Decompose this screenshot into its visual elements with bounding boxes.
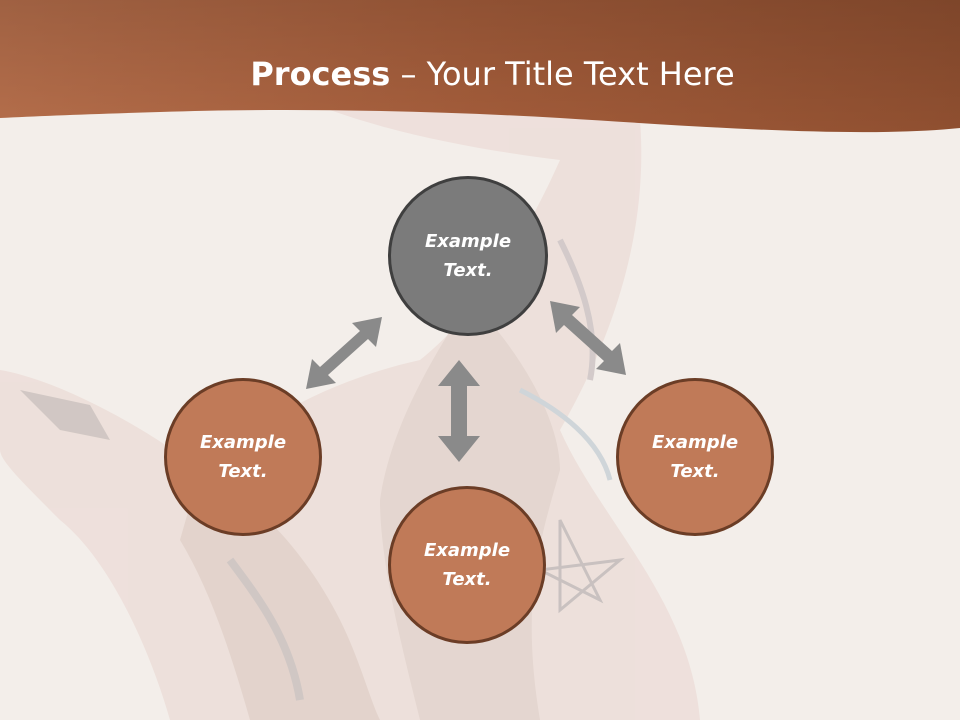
title-rest: – Your Title Text Here bbox=[390, 55, 735, 93]
process-node-bottom: Example Text. bbox=[388, 486, 546, 644]
arrow-right-diagonal bbox=[550, 301, 626, 375]
slide-title: Process – Your Title Text Here bbox=[0, 52, 960, 96]
process-node-left: Example Text. bbox=[164, 378, 322, 536]
node-label: Example Text. bbox=[199, 432, 287, 482]
node-label: Example Text. bbox=[423, 540, 511, 590]
node-label: Example Text. bbox=[651, 432, 739, 482]
process-node-right: Example Text. bbox=[616, 378, 774, 536]
arrow-vertical bbox=[438, 360, 480, 462]
process-node-top: Example Text. bbox=[388, 176, 548, 336]
arrow-left-diagonal bbox=[306, 317, 382, 389]
node-label: Example Text. bbox=[424, 231, 512, 281]
title-bold: Process bbox=[250, 55, 391, 93]
